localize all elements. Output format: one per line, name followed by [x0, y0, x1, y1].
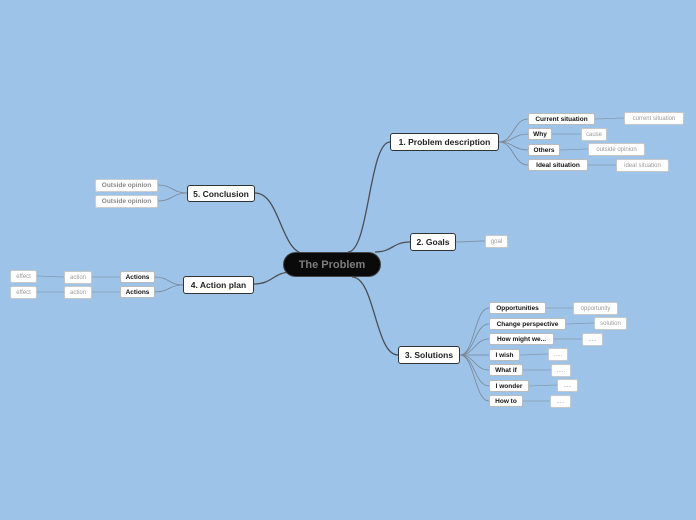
connector-line	[254, 192, 307, 255]
note-solution[interactable]: solution	[594, 317, 627, 330]
connector-line	[459, 338, 490, 356]
subtopic-i-wonder[interactable]: I wonder	[489, 380, 529, 392]
connector-line	[565, 322, 595, 325]
subtopic-actions-1[interactable]: Actions	[120, 271, 155, 283]
note-cause[interactable]: cause	[581, 128, 607, 141]
note-i-wonder[interactable]: .....	[557, 379, 578, 392]
note-how-might-we[interactable]: .....	[582, 333, 603, 346]
connector-line	[347, 141, 391, 253]
connector-line	[498, 133, 529, 143]
note-i-wish[interactable]: .....	[548, 348, 568, 361]
connector-line	[459, 354, 490, 387]
connector-line	[498, 118, 529, 143]
connector-line	[498, 141, 529, 166]
subtopic-why[interactable]: Why	[528, 128, 552, 140]
subtopic-outside-opinion-2[interactable]: Outside opinion	[95, 195, 158, 208]
subtopic-ideal-situation[interactable]: Ideal situation	[528, 159, 588, 171]
topic-conclusion[interactable]: 5. Conclusion	[187, 185, 255, 202]
connector-line	[455, 240, 486, 243]
connector-line	[374, 241, 411, 253]
note-goal[interactable]: goal	[485, 235, 508, 248]
subtopic-current-situation[interactable]: Current situation	[528, 113, 595, 125]
connector-line	[459, 307, 490, 356]
connector-line	[559, 148, 589, 151]
connector-line	[154, 276, 184, 286]
subtopic-what-if[interactable]: What if	[489, 364, 523, 376]
subtopic-others[interactable]: Others	[528, 144, 560, 156]
connector-line	[459, 354, 490, 402]
note-what-if[interactable]: .....	[551, 364, 571, 377]
note-how-to[interactable]: .....	[550, 395, 571, 408]
subtopic-opportunities[interactable]: Opportunities	[489, 302, 546, 314]
connector-line	[459, 354, 490, 371]
note-ideal-situation[interactable]: ideal situation	[616, 159, 669, 172]
connector-line	[351, 276, 399, 356]
topic-action-plan[interactable]: 4. Action plan	[183, 276, 254, 294]
topic-solutions[interactable]: 3. Solutions	[398, 346, 460, 364]
connector-line	[519, 353, 549, 356]
connector-line	[154, 284, 184, 293]
subtopic-i-wish[interactable]: I wish	[489, 349, 520, 361]
connector-line	[594, 117, 625, 120]
subtopic-outside-opinion-1[interactable]: Outside opinion	[95, 179, 158, 192]
connector-line	[459, 323, 490, 356]
note-effect-1[interactable]: effect	[10, 270, 37, 283]
connector-line	[528, 384, 558, 387]
subtopic-how-to[interactable]: How to	[489, 395, 523, 407]
connector-line	[157, 192, 188, 202]
note-outside-opinion[interactable]: outside opinion	[588, 143, 645, 156]
root-topic[interactable]: The Problem	[283, 252, 381, 277]
note-effect-2[interactable]: effect	[10, 286, 37, 299]
topic-goals[interactable]: 2. Goals	[410, 233, 456, 251]
note-opportunity[interactable]: opportunity	[573, 302, 618, 315]
subtopic-actions-2[interactable]: Actions	[120, 286, 155, 298]
connector-line	[157, 184, 188, 194]
subtopic-how-might-we[interactable]: How might we...	[489, 333, 554, 345]
connector-line	[36, 275, 65, 278]
note-action-2[interactable]: action	[64, 286, 92, 299]
note-current-situation[interactable]: current situation	[624, 112, 684, 125]
subtopic-change-perspective[interactable]: Change perspective	[489, 318, 566, 330]
topic-problem-description[interactable]: 1. Problem description	[390, 133, 499, 151]
note-action-1[interactable]: action	[64, 271, 92, 284]
